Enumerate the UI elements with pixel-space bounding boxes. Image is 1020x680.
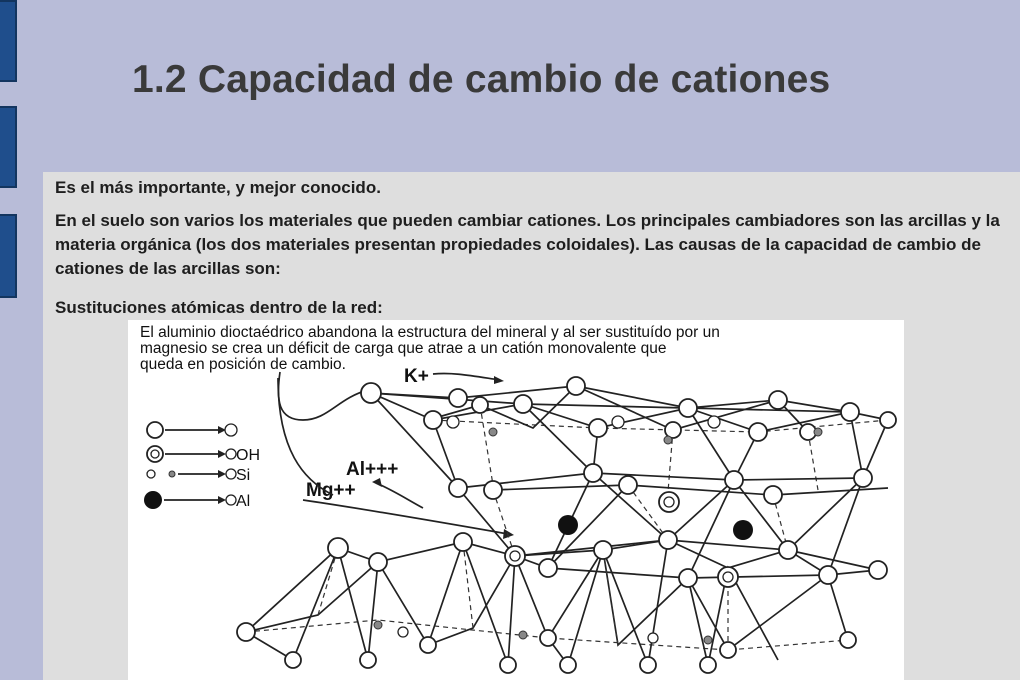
caption-line-1: El aluminio dioctaédrico abandona la est…: [140, 324, 720, 341]
clay-structure-diagram: El aluminio dioctaédrico abandona la est…: [140, 324, 897, 674]
structure-lattice: [236, 376, 897, 674]
legend-oh: OH: [236, 447, 260, 464]
caption-line-3: queda en posición de cambio.: [140, 356, 346, 373]
al-atom-1: [558, 515, 578, 535]
label-k: K+: [404, 366, 429, 387]
legend-si: Si: [236, 467, 250, 484]
paragraph-materials: En el suelo son varios los materiales qu…: [55, 211, 1000, 278]
al-atom-2: [733, 520, 753, 540]
caption-line-2: magnesio se crea un déficit de carga que…: [140, 340, 667, 357]
paragraph-intro: Es el más importante, y mejor conocido.: [55, 178, 381, 197]
label-mg: Mg++: [306, 480, 356, 501]
content-panel: Es el más importante, y mejor conocido. …: [43, 172, 1020, 680]
paragraph-substitutions: Sustituciones atómicas dentro de la red:: [55, 298, 383, 317]
legend: O OH Si Al: [144, 421, 260, 510]
legend-al: Al: [236, 493, 250, 510]
left-tab-1: [0, 0, 17, 82]
clay-structure-figure: El aluminio dioctaédrico abandona la est…: [128, 320, 904, 680]
left-tab-2: [0, 106, 17, 188]
page-title: 1.2 Capacidad de cambio de cationes: [132, 58, 831, 101]
left-tab-3: [0, 214, 17, 298]
label-al: Al+++: [346, 459, 398, 480]
